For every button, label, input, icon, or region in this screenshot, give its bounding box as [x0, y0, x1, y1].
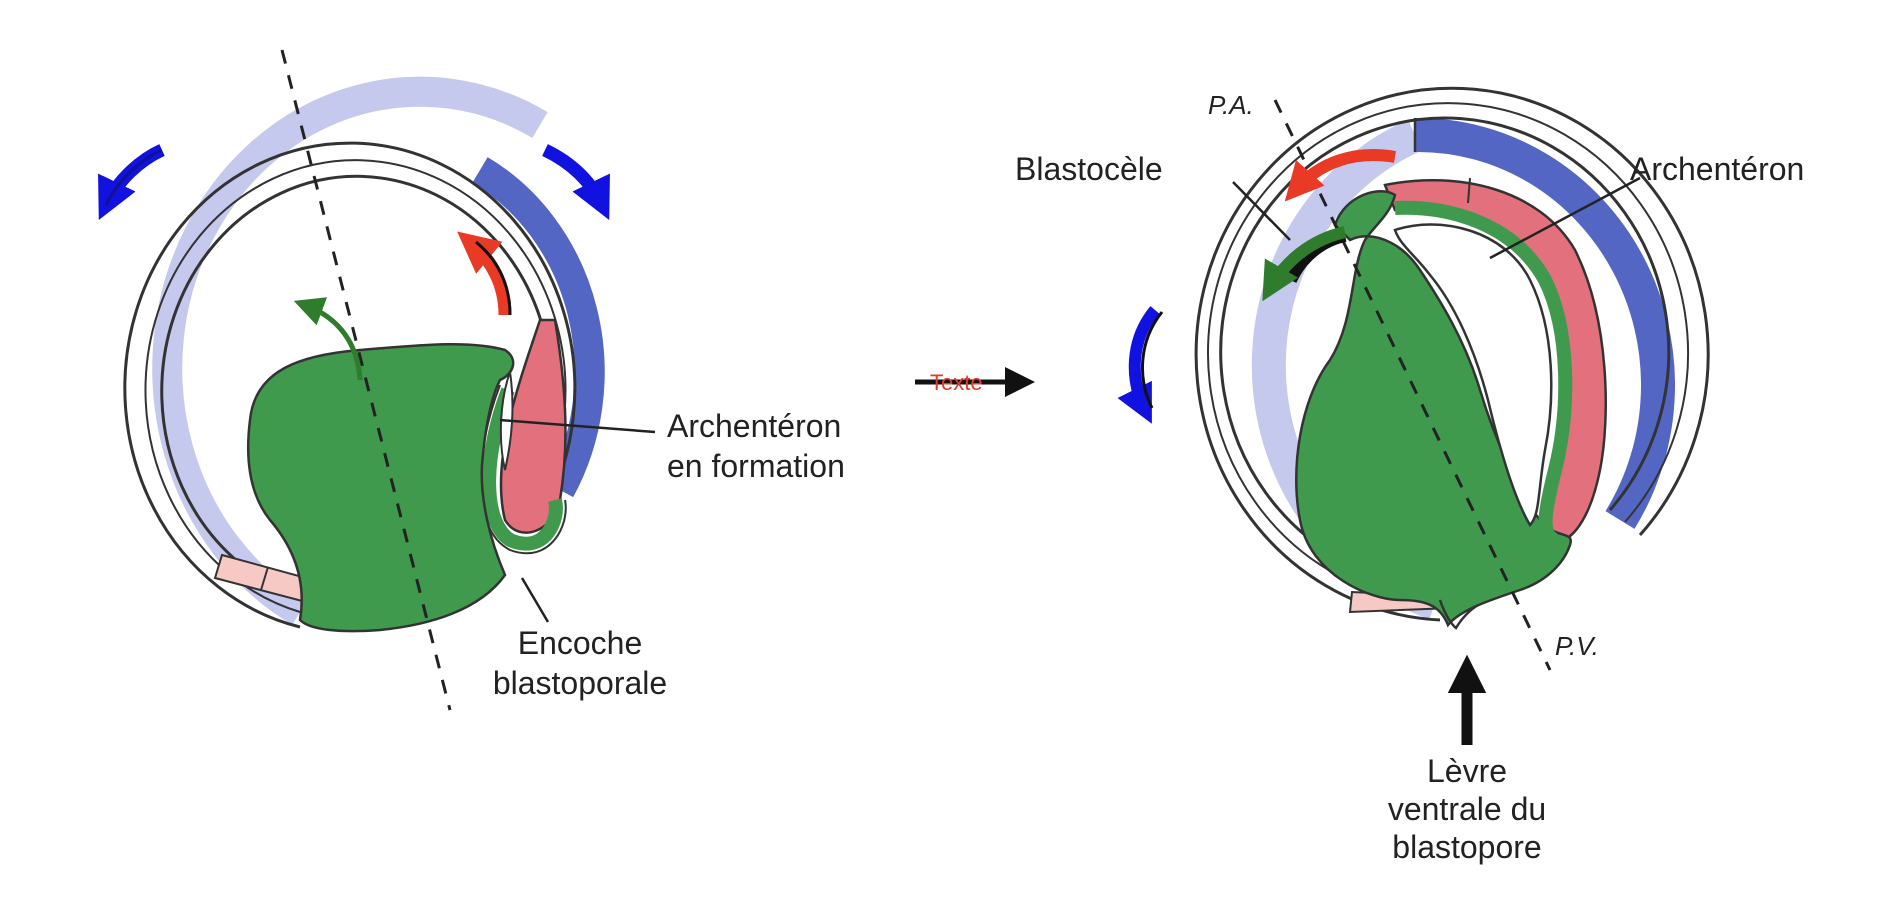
axis-dashed-stage-1: [280, 49, 452, 711]
vegetal-pole-label: P.V.: [1555, 631, 1599, 661]
transition-arrow: Texte: [915, 367, 1035, 397]
transition-label: Texte: [930, 370, 983, 395]
blastopore-notch-stage-2: [1438, 599, 1479, 630]
red-arrow-stage-2: [1284, 149, 1397, 202]
ectoderm-dark-ring-stage-1: [472, 157, 605, 498]
endoderm-lip-stage-1: [482, 387, 563, 551]
archenteron-label-stage-2: Archentéron: [1630, 151, 1804, 187]
notch-label-stage-1: Encoche: [518, 625, 643, 661]
leader-blastocoel-stage-2: [1232, 181, 1291, 241]
archenteron-label-stage-1-line2: en formation: [667, 448, 845, 484]
embryo-stage-1: Archentéron en formation Encoche blastop…: [98, 49, 845, 711]
blastocoel-label: Blastocèle: [1015, 151, 1163, 187]
green-arrow-stage-2: [1262, 226, 1347, 302]
endoderm-mass-stage-2: [1295, 190, 1572, 628]
blue-arrow-right-stage-1: [542, 144, 610, 220]
animal-pole-label: P.A.: [1208, 90, 1254, 120]
lip-label-line1: Lèvre: [1427, 753, 1507, 789]
endoderm-mass-stage-1: [246, 343, 515, 633]
notch-label-stage-1-line2: blastoporale: [493, 665, 667, 701]
leader-archenteron-stage-1: [499, 418, 656, 434]
blue-arrow-left-stage-1: [98, 144, 165, 220]
blue-arrow-stage-2: [1117, 306, 1160, 424]
archenteron-cavity-stage-2: [1393, 223, 1553, 528]
ring-outline-outer-stage-1: [123, 141, 577, 629]
red-arrow-stage-1: [457, 231, 512, 316]
archenteron-label-stage-1: Archentéron: [667, 408, 841, 444]
leader-archenteron-stage-2: [1489, 176, 1641, 260]
leader-notch-stage-1: [520, 577, 550, 623]
lip-label-line3: blastopore: [1392, 829, 1541, 865]
green-arrow-stage-1: [293, 297, 363, 381]
embryo-stage-2: Blastocèle Archentéron P.A. P.V. Lèvre v…: [1015, 86, 1804, 865]
ring-outline-inner-stage-2: [1219, 116, 1671, 588]
ring-outline-outer-stage-2: [1194, 86, 1710, 622]
lip-label-line2: ventrale du: [1388, 791, 1546, 827]
